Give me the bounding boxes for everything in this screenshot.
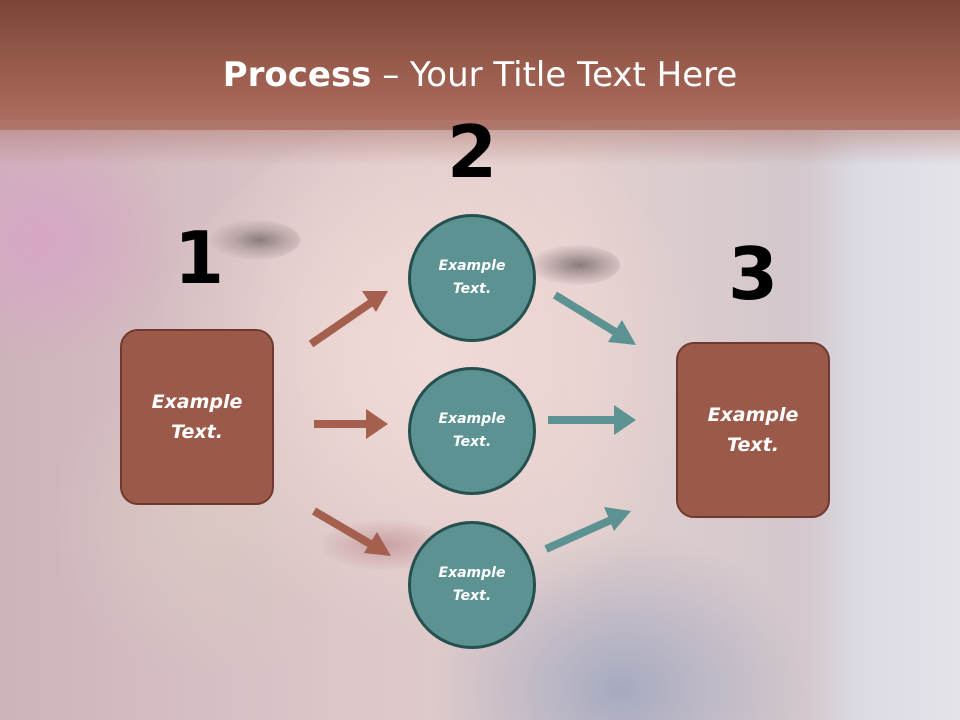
right-box: Example Text. [676,342,830,518]
arrow-from-circle-2 [548,405,636,435]
left-box-label: Example Text. [151,391,243,443]
title-banner-fade [0,120,960,165]
slide-title-rest: – Your Title Text Here [371,55,738,95]
title-banner [0,0,960,130]
arrow-to-circle-3 [311,507,391,556]
arrow-from-circle-1 [552,291,636,345]
background-photo-eye-left [210,220,300,260]
circle-3: Example Text. [408,521,536,649]
circle-1-label: Example Text. [438,258,506,297]
arrow-from-circle-3 [544,507,631,553]
step-number-2: 2 [446,110,498,194]
step-number-3: 3 [727,232,779,316]
circle-2-label: Example Text. [438,411,506,450]
arrow-to-circle-2 [314,409,388,439]
background-photo-fabric [810,130,960,720]
left-box: Example Text. [120,329,274,505]
arrow-to-circle-1 [308,291,388,348]
background-photo-eye-right [530,245,620,285]
slide-title: Process – Your Title Text Here [0,54,960,96]
circle-3-label: Example Text. [438,565,506,604]
right-box-label: Example Text. [707,404,799,456]
circle-2: Example Text. [408,367,536,495]
slide-title-bold: Process [222,55,372,95]
step-number-1: 1 [173,216,225,300]
circle-1: Example Text. [408,214,536,342]
